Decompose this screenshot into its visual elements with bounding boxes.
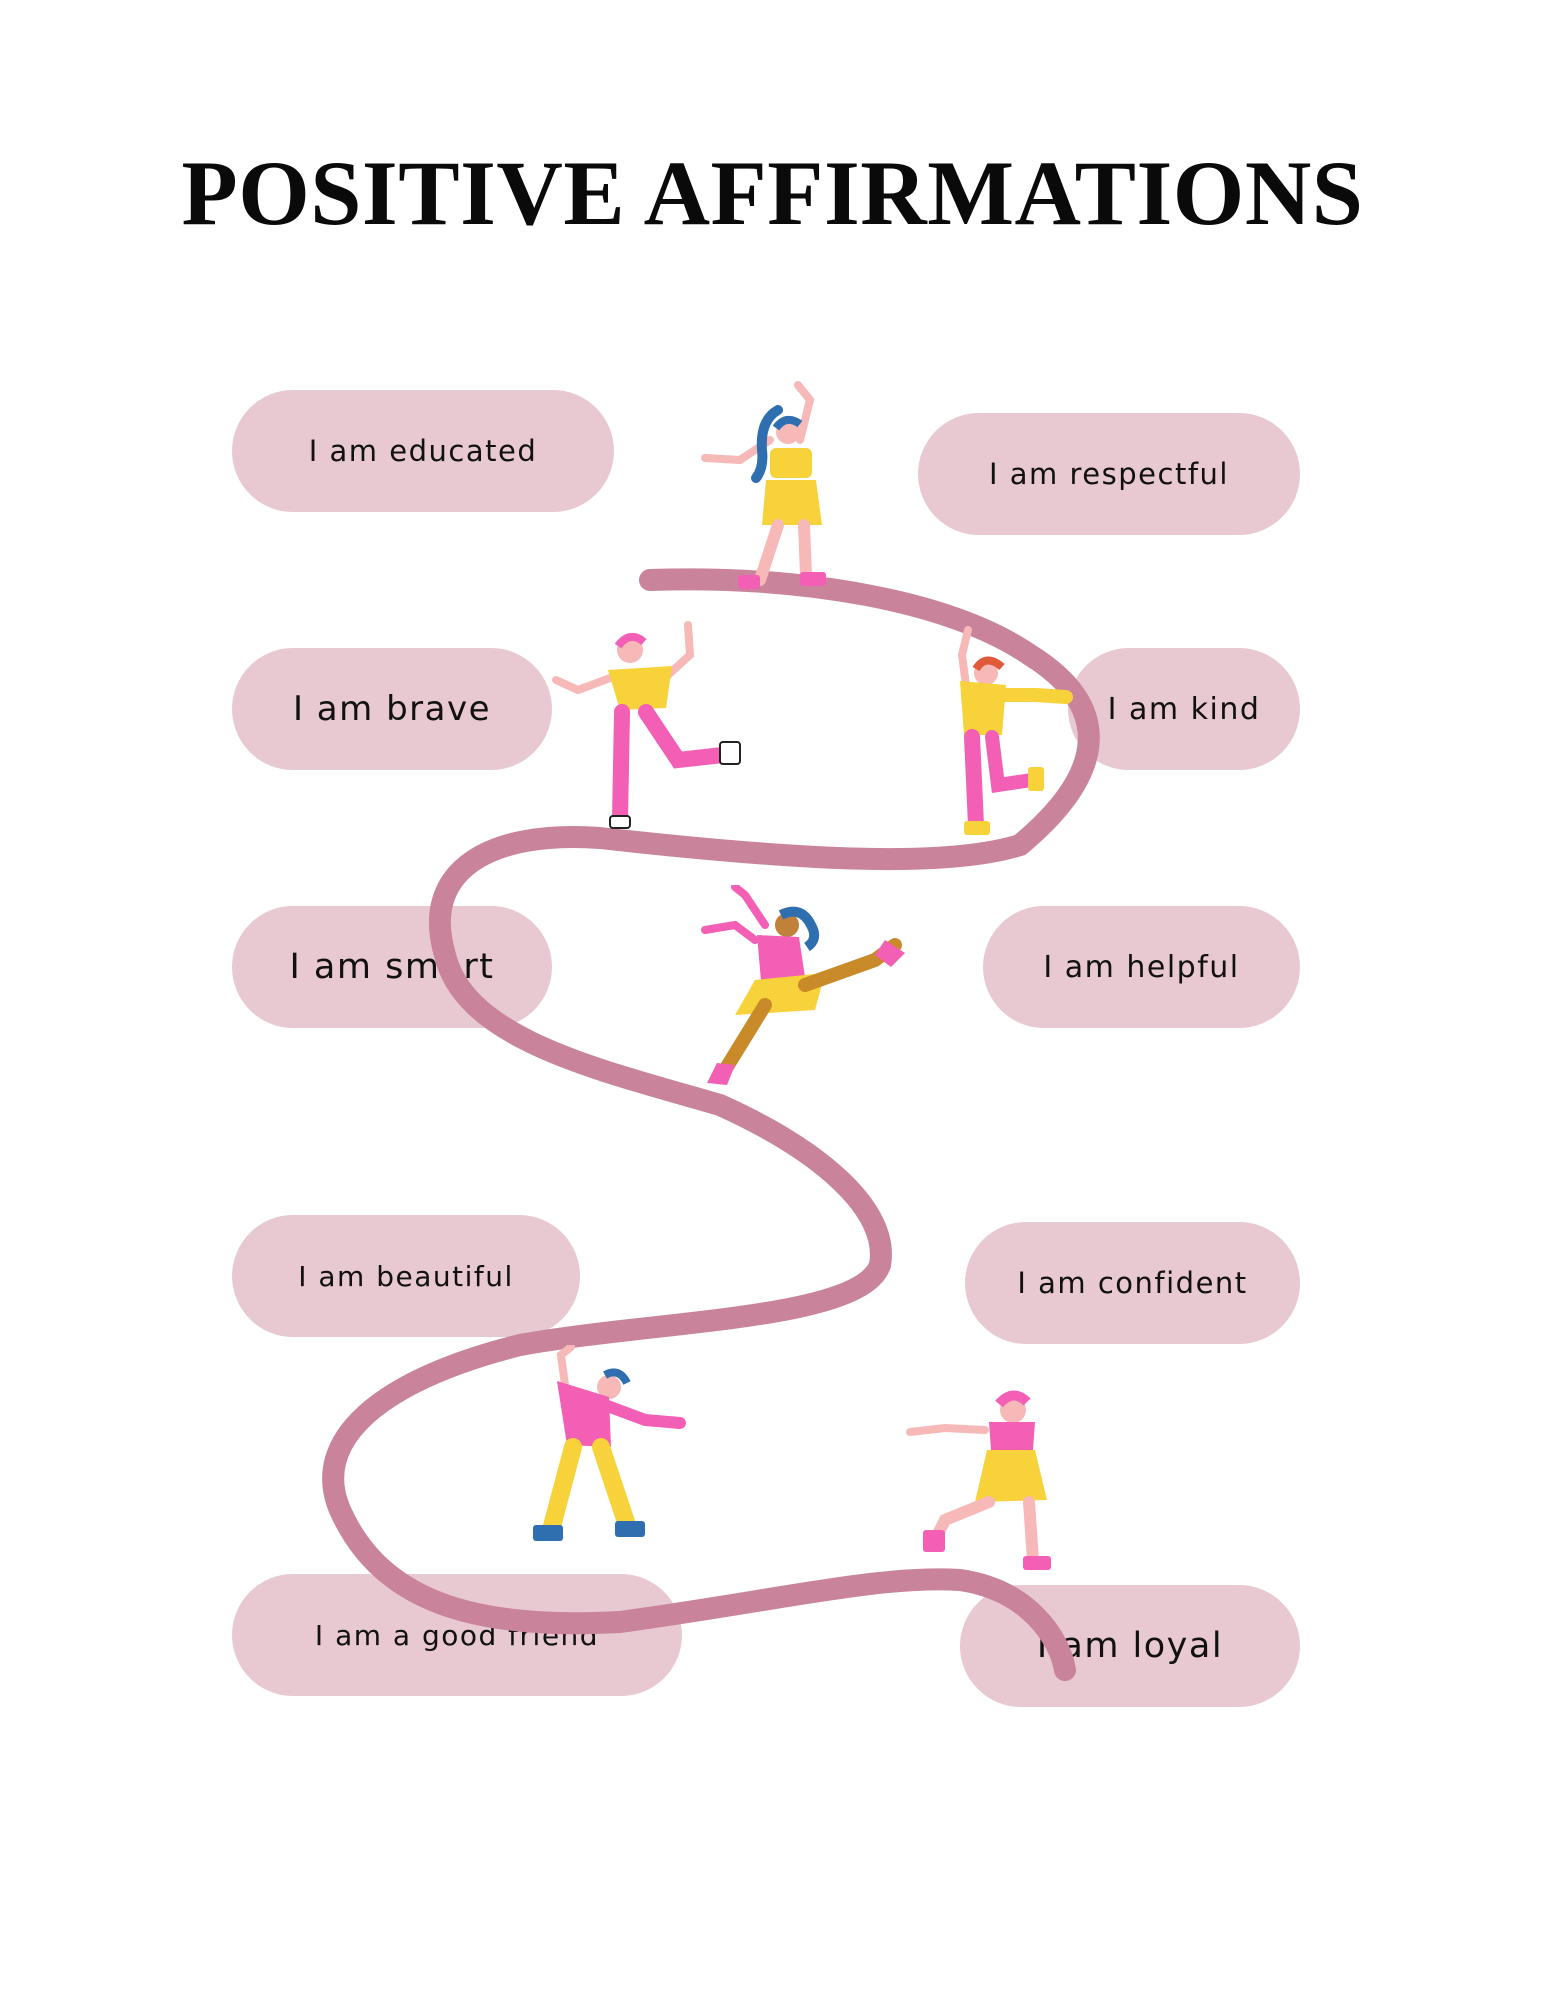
affirmation-helpful: I am helpful: [983, 906, 1300, 1028]
affirmation-brave: I am brave: [232, 648, 552, 770]
dancer-figure-right-lower: [906, 1390, 1051, 1570]
affirmation-beautiful: I am beautiful: [232, 1215, 580, 1337]
affirmation-kind: I am kind: [1068, 648, 1300, 770]
winding-path-line: [322, 568, 1100, 1681]
dancer-figure-left-lower: [533, 1345, 686, 1541]
affirmation-educated: I am educated: [232, 390, 614, 512]
affirmation-smart: I am smart: [232, 906, 552, 1028]
dancer-figure-top: [701, 381, 826, 589]
affirmation-confident: I am confident: [965, 1222, 1300, 1344]
dancer-figure-left-upper: [552, 621, 741, 829]
affirmation-respectful: I am respectful: [918, 413, 1300, 535]
dancer-figure-right-upper: [957, 626, 1073, 835]
page-title: POSITIVE AFFIRMATIONS: [181, 142, 1364, 244]
dancer-figure-center: [701, 885, 905, 1085]
